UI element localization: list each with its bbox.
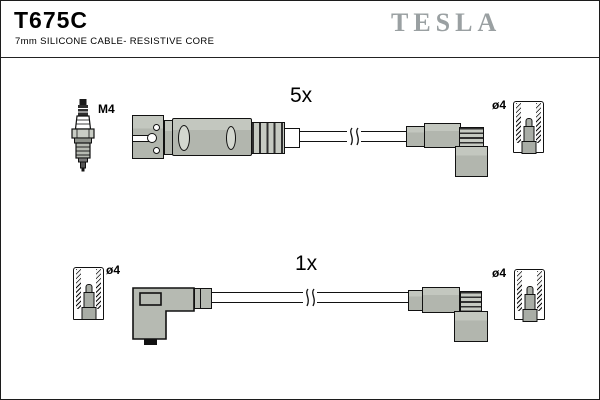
terminal-base	[522, 309, 537, 322]
cable-collar-bottom-left	[194, 288, 212, 309]
terminal-diameter-label-bottom-right: ø4	[492, 266, 507, 280]
boot-body-top	[424, 123, 461, 148]
terminal-base	[81, 307, 96, 320]
connector-ribbed-collar	[251, 122, 285, 154]
cap-hole-top	[153, 124, 160, 131]
cap-center-hole	[147, 133, 157, 143]
quantity-label-bottom: 1x	[295, 252, 318, 275]
boot-wall-hatch-left	[517, 271, 522, 311]
boot-sleeve-bottom	[454, 311, 488, 342]
body-oval-slot-1	[178, 125, 190, 151]
header-divider	[1, 57, 599, 58]
boot-sleeve-top	[455, 146, 488, 177]
boot-wall-hatch-left	[516, 103, 521, 143]
terminal-cross-section-icon-bottom-right	[514, 269, 545, 322]
terminal-cross-section-icon-top	[513, 101, 544, 154]
spark-plug-icon	[71, 99, 95, 172]
body-oval-slot-2	[226, 126, 236, 150]
terminal-body	[523, 126, 534, 142]
spark-plug-thread-label: M4	[98, 102, 115, 116]
connector-body	[172, 118, 252, 156]
connector-end-cap	[132, 115, 164, 159]
cable-break-icon-bottom	[303, 288, 317, 307]
terminal-body	[524, 294, 535, 310]
boot-wall-hatch-right	[96, 269, 101, 309]
boot-ribs-bottom	[460, 291, 482, 312]
quantity-label-top: 5x	[290, 84, 313, 107]
part-number: T675C	[14, 7, 89, 33]
boot-wall-hatch-left	[76, 269, 81, 309]
boot-wall-hatch-right	[536, 103, 541, 143]
terminal-diameter-label-bottom-left: ø4	[106, 263, 121, 277]
boot-body-bottom	[422, 287, 460, 313]
terminal-base	[521, 141, 536, 154]
terminal-body	[83, 292, 94, 308]
boot-wall-hatch-right	[537, 271, 542, 311]
connector-cable-nipple	[284, 128, 300, 148]
boot-ribs-top	[459, 127, 484, 147]
product-subtitle: 7mm SILICONE CABLE- RESISTIVE CORE	[15, 36, 215, 47]
brand-logo: TESLA	[391, 8, 502, 37]
boot-entry-top	[406, 126, 425, 147]
cap-hole-bottom	[153, 147, 160, 154]
terminal-diameter-label-top: ø4	[492, 98, 507, 112]
cable-break-icon-top	[347, 127, 361, 146]
terminal-cross-section-icon-bottom-left	[73, 267, 104, 320]
